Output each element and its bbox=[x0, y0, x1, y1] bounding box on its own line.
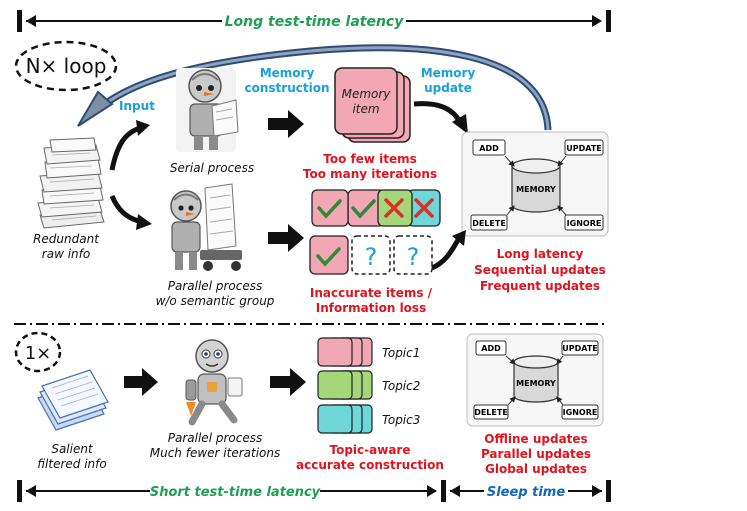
parallel-issue-2: Information loss bbox=[316, 301, 426, 315]
update-benefit-1: Offline updates bbox=[484, 432, 587, 446]
parallel-items-row-2: ? ? bbox=[309, 235, 433, 275]
update-issue-2: Sequential updates bbox=[474, 263, 606, 277]
serial-issue-2: Too many iterations bbox=[303, 167, 437, 181]
salient-info-label-2: filtered info bbox=[37, 457, 106, 471]
top-latency-label: Long test-time latency bbox=[225, 14, 405, 30]
serial-process-label: Serial process bbox=[170, 161, 254, 175]
items-to-memory-arrow bbox=[430, 238, 461, 271]
update-op-label: UPDATE bbox=[562, 344, 598, 353]
loop-arrow bbox=[77, 44, 552, 131]
parallel-process-label-2: w/o semantic group bbox=[156, 294, 275, 308]
check-icon bbox=[351, 199, 376, 219]
one-loop-badge: 1× bbox=[14, 331, 62, 373]
salient-info-papers bbox=[37, 369, 109, 431]
parallel-process-label-1: Parallel process bbox=[168, 279, 262, 293]
memory-update-label-2: update bbox=[424, 81, 472, 95]
topic-3-label: Topic3 bbox=[382, 413, 420, 427]
top-latency-bar: Long test-time latency bbox=[17, 10, 611, 32]
serial-to-item-arrow bbox=[268, 110, 304, 138]
add-op-label: ADD bbox=[479, 144, 499, 153]
update-op-label: UPDATE bbox=[566, 144, 602, 153]
memory-item-stack bbox=[334, 67, 411, 143]
robot-to-topics-arrow bbox=[270, 368, 306, 396]
topic-note-2: accurate construction bbox=[296, 458, 444, 472]
bottom-process-label-2: Much fewer iterations bbox=[150, 446, 280, 460]
ignore-op-label: IGNORE bbox=[567, 219, 602, 228]
ignore-op-label: IGNORE bbox=[563, 408, 598, 417]
salient-info-label-1: Salient bbox=[51, 442, 94, 456]
bottom-process-label-1: Parallel process bbox=[168, 431, 262, 445]
check-icon bbox=[316, 247, 341, 267]
short-latency-label: Short test-time latency bbox=[150, 485, 321, 500]
raw-info-label-1: Redundant bbox=[33, 232, 100, 246]
topic-1-label: Topic1 bbox=[382, 346, 420, 360]
raw-info-label-2: raw info bbox=[42, 247, 90, 261]
info-to-robot-arrow bbox=[124, 368, 158, 396]
update-benefit-3: Global updates bbox=[485, 462, 587, 476]
topic-note-1: Topic-aware bbox=[330, 443, 411, 457]
sleep-time-label: Sleep time bbox=[487, 485, 566, 500]
topic-stack-3 bbox=[317, 404, 373, 434]
item-to-memory-arrow bbox=[413, 101, 463, 124]
bottom-latency-bar: Short test-time latency Sleep time bbox=[17, 480, 611, 502]
cross-icon bbox=[384, 198, 404, 218]
jetpack-robot-illustration bbox=[185, 339, 243, 426]
delete-op-label: DELETE bbox=[474, 408, 508, 417]
memory-update-label-1: Memory bbox=[421, 66, 476, 80]
raw-info-paper-stack bbox=[37, 137, 105, 229]
n-loop-label: N× loop bbox=[26, 54, 107, 78]
update-benefit-2: Parallel updates bbox=[481, 447, 591, 461]
memory-construction-label-2: construction bbox=[245, 81, 330, 95]
memory-construction-label-1: Memory bbox=[260, 66, 315, 80]
one-loop-label: 1× bbox=[25, 343, 52, 364]
question-icon: ? bbox=[365, 243, 378, 271]
memory-panel-top: ADD UPDATE DELETE IGNORE MEMORY bbox=[461, 131, 609, 237]
add-op-label: ADD bbox=[481, 344, 501, 353]
input-label: Input bbox=[119, 99, 155, 113]
split-arrows bbox=[109, 120, 152, 230]
memory-item-label-1: Memory bbox=[342, 87, 392, 101]
update-issue-3: Frequent updates bbox=[480, 279, 600, 293]
n-loop-badge: N× loop bbox=[14, 40, 118, 92]
parallel-issue-1: Inaccurate items / bbox=[310, 286, 433, 300]
topic-stack-1 bbox=[317, 337, 373, 367]
parallel-robot-illustration bbox=[170, 183, 242, 271]
check-icon bbox=[317, 199, 342, 219]
memory-center-label: MEMORY bbox=[516, 379, 556, 388]
parallel-to-items-arrow bbox=[268, 224, 304, 252]
serial-robot-illustration bbox=[176, 68, 239, 152]
memory-panel-bottom: ADD UPDATE DELETE IGNORE MEMORY bbox=[466, 333, 604, 427]
question-icon: ? bbox=[407, 243, 420, 271]
topic-2-label: Topic2 bbox=[382, 379, 420, 393]
parallel-items-row-1 bbox=[311, 189, 441, 227]
topic-stack-2 bbox=[317, 370, 373, 400]
memory-item-label-2: item bbox=[352, 102, 379, 116]
cross-icon bbox=[414, 198, 434, 218]
delete-op-label: DELETE bbox=[472, 219, 506, 228]
update-issue-1: Long latency bbox=[497, 247, 584, 261]
serial-issue-1: Too few items bbox=[323, 152, 417, 166]
memory-center-label: MEMORY bbox=[516, 185, 556, 194]
